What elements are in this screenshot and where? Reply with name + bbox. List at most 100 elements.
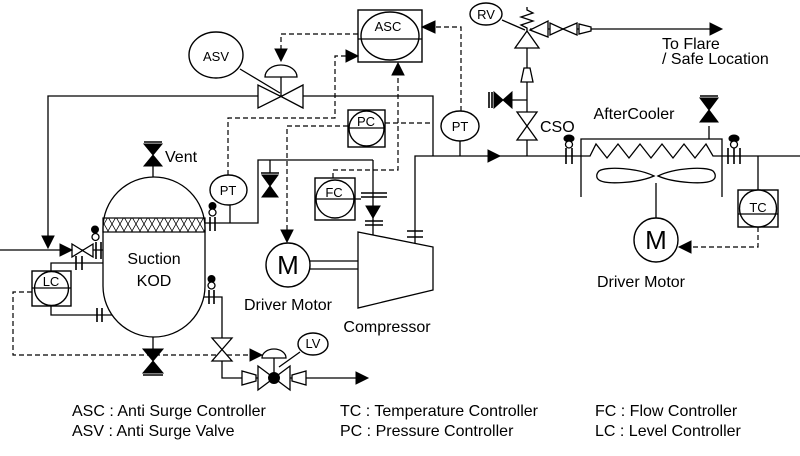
suction-stub-valve [261,172,279,198]
rv-instrument: RV [469,2,503,26]
reducer [291,370,307,386]
legend: ASC : Anti Surge Controller ASV : Anti S… [72,403,742,440]
asc-instrument: ASC [357,9,423,63]
lc-tap-flanges [75,256,103,322]
signal-arrow-into-asc-bottom [391,61,405,76]
kod-drain-line [204,296,356,379]
relief-spring [518,7,536,31]
discharge-pt-instrument: PT [440,110,480,142]
pt-tag: PT [220,183,237,198]
fc-instrument: FC [314,177,356,221]
relief-valve [513,7,549,83]
rv-tag: RV [477,7,495,22]
asc-to-asv-signal [280,33,358,50]
tc-tag: TC [749,200,766,215]
suction-pt-instrument: PT [209,174,248,206]
valve-actuator-dome [261,348,287,359]
arrows [41,20,724,385]
lc-tag: LC [43,274,60,289]
driver-motor-left: M [265,242,311,288]
lv-tag-bubble: LV [297,332,329,356]
demister-pad [102,217,206,233]
pc-instrument: PC [347,109,386,148]
vessel-label-line1: Suction [127,251,180,268]
lc-tap-lines [50,262,112,316]
suction-line [205,159,374,235]
lv-tag: LV [306,336,321,351]
signal-arrow-onto-lv [249,348,264,362]
signal-arrow-onto-left-motor [280,229,294,244]
recycle-flow-arrow [41,235,55,250]
signal-arrow-into-asc-right [420,20,436,34]
lc-to-lv-signal [12,291,250,356]
tag-leader-lines [239,19,526,368]
asv-tag: ASV [203,49,229,64]
pt-tag: PT [452,119,469,134]
reducer [578,23,592,35]
kod-vent-valve [142,141,164,167]
legend-lc: LC : Level Controller [595,423,742,440]
discharge-flow-arrow [487,149,502,163]
asv-anti-surge-valve [257,64,304,110]
driver-motor-left-label: Driver Motor [244,297,333,314]
kod-drain-gate-valve [210,337,234,362]
tc-instrument: TC [737,189,779,228]
reducer [520,67,534,83]
signal-lines [12,26,759,356]
driver-motor-right-label: Driver Motor [597,274,686,291]
discharge-nozzle-flange [407,230,423,238]
legend-pc: PC : Pressure Controller [340,423,514,440]
asv-tag-bubble: ASV [188,31,244,79]
recycle-line [47,95,434,244]
reducer [241,370,257,386]
fan-blade [596,167,656,184]
lc-instrument: LC [31,270,72,307]
signal-arrow-onto-asv [274,48,288,63]
signal-arrow-onto-right-motor [677,240,692,254]
cso-label: CSO [540,119,575,136]
flow-element-orifice [355,192,387,226]
discharge-pt-to-asc-signal [435,26,462,111]
aftercooler [580,138,723,197]
cooler-coil [581,142,722,160]
suction-pt-to-asc-signal [227,55,346,175]
motor-shaft [310,260,358,270]
flare-flow-arrow [709,22,724,36]
compressor-label: Compressor [343,319,431,336]
discharge-line [414,141,581,243]
legend-tc: TC : Temperature Controller [340,403,539,420]
aftercooler-outlet-flange [727,134,741,164]
fan-blade [656,167,716,184]
motor-symbol: M [277,250,299,280]
inlet-flow-arrow [59,243,74,257]
flow-direction-arrow [365,205,381,219]
inlet-nozzle-flange [91,225,102,259]
flare-label-line1: To Flare [662,36,720,53]
compressor [357,230,434,309]
lv-control-valve [241,348,307,392]
valve-actuator-dome [264,64,298,78]
tc-to-motor-signal [691,227,759,248]
vent-label: Vent [165,149,198,166]
pc-to-motor-signal [286,125,348,230]
driver-motor-right: M [633,217,679,263]
aftercooler-inlet-flange [563,134,575,164]
inlet-block-valve [71,242,94,259]
signal-arrow-into-asc-left [345,49,360,63]
legend-asv: ASV : Anti Surge Valve [72,423,235,440]
asc-tag: ASC [375,19,402,34]
aftercooler-label: AfterCooler [594,106,676,123]
cooler-outlet-line [722,155,800,190]
kod-mid-nozzle-flange [207,275,216,304]
cooler-stubs [655,126,710,218]
legend-fc: FC : Flow Controller [595,403,738,420]
cso-gate-valve [515,111,539,141]
legend-asc: ASC : Anti Surge Controller [72,403,267,420]
flare-block-valve [549,21,592,37]
pc-tag: PC [357,114,375,129]
flare-label-line2: / Safe Location [662,51,769,68]
motor-symbol: M [645,225,667,255]
vessel-label-line2: KOD [137,273,172,290]
